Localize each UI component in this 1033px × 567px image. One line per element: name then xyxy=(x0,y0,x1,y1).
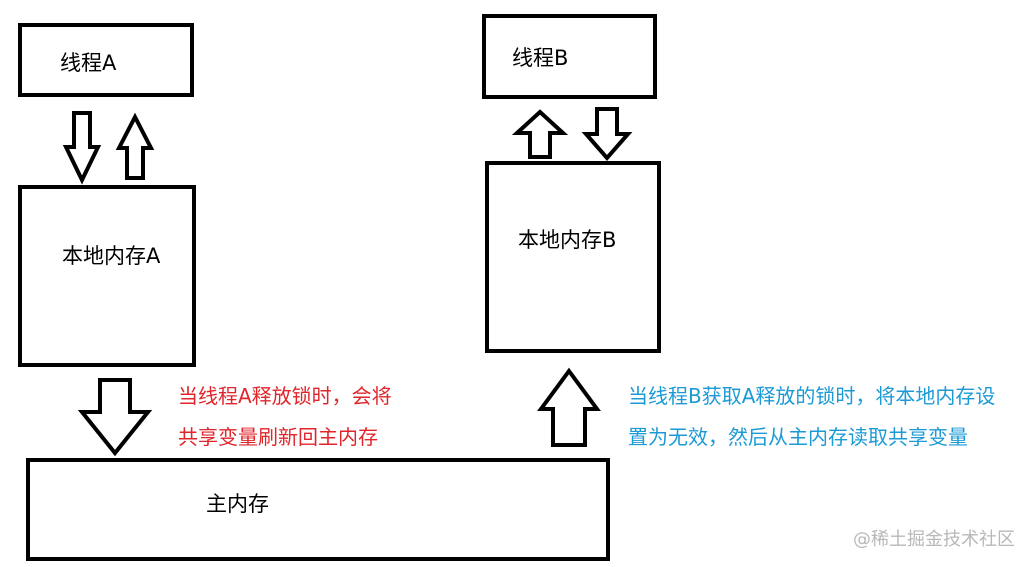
thread-a-label: 线程A xyxy=(60,51,117,75)
arrow-up-b-icon xyxy=(511,109,569,159)
acquire-note-line-2: 置为无效，然后从主内存读取共享变量 xyxy=(628,425,968,449)
thread-a-box xyxy=(18,23,194,97)
arrow-down-main-icon xyxy=(77,378,153,457)
thread-b-label: 线程B xyxy=(512,46,568,70)
local-memory-b-label: 本地内存B xyxy=(518,228,616,252)
thread-b-box xyxy=(482,14,657,99)
arrow-down-a-icon xyxy=(62,111,102,185)
release-note-line-2: 共享变量刷新回主内存 xyxy=(178,425,378,449)
watermark: @稀土掘金技术社区 xyxy=(853,529,1015,550)
local-memory-b-box xyxy=(485,161,661,353)
arrow-up-a-icon xyxy=(115,112,155,180)
main-memory-label: 主内存 xyxy=(206,492,269,516)
local-memory-a-label: 本地内存A xyxy=(62,244,161,268)
acquire-note-line-1: 当线程B获取A释放的锁时，将本地内存设 xyxy=(628,384,995,408)
arrow-up-main-icon xyxy=(537,367,601,447)
local-memory-a-box xyxy=(18,185,196,367)
main-memory-box xyxy=(26,458,610,561)
arrow-down-b-icon xyxy=(581,107,633,162)
release-note-line-1: 当线程A释放锁时，会将 xyxy=(178,384,392,408)
